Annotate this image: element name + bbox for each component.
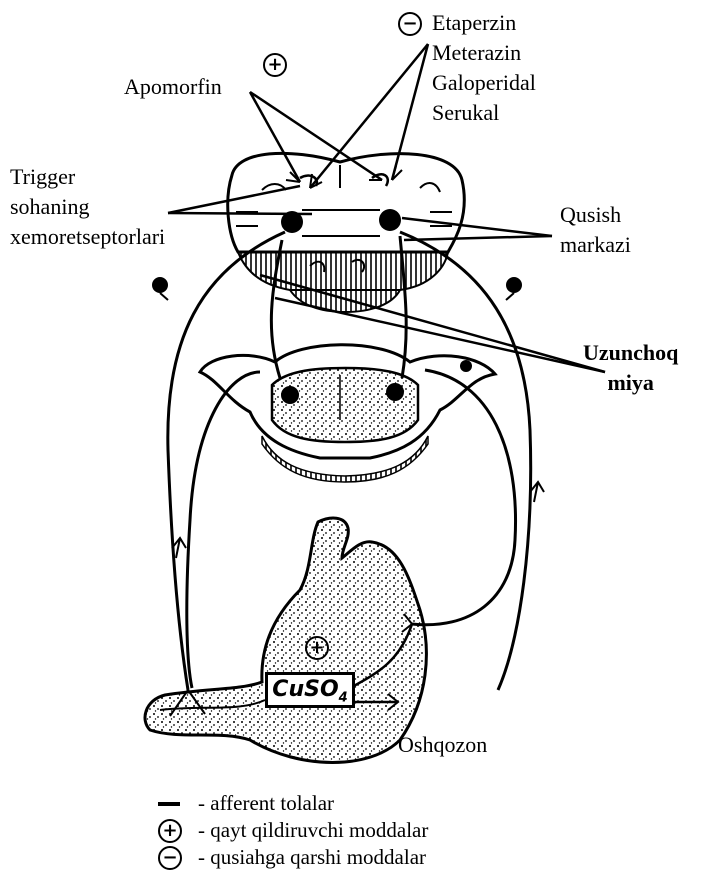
drug-meterazin: Meterazin [432, 38, 536, 68]
medulla-label: Uzunchoq miya [583, 338, 678, 398]
vomiting-center-right-dot [379, 209, 401, 231]
upper-brainstem-section [228, 153, 465, 312]
vomiting-center-label: Qusish markazi [560, 200, 631, 260]
plus-circle-icon: + [158, 819, 182, 843]
stomach-plus-icon: + [305, 636, 329, 660]
legend-row-afferent: - afferent tolalar [158, 790, 428, 817]
apomorfin-label: Apomorfin [124, 74, 222, 100]
line-icon [158, 802, 198, 806]
minus-circle-icon: − [398, 12, 422, 36]
antiemetic-drug-list: Etaperzin Meterazin Galoperidal Serukal [432, 8, 536, 128]
legend-row-emetic: + - qayt qildiruvchi moddalar [158, 817, 428, 844]
plus-circle-icon: + [263, 53, 287, 77]
oshqozon-label: Oshqozon [398, 732, 487, 758]
legend: - afferent tolalar + - qayt qildiruvchi … [158, 790, 428, 871]
drug-serukal: Serukal [432, 98, 536, 128]
drug-etaperzin: Etaperzin [432, 8, 536, 38]
legend-row-antiemetic: − - qusiahga qarshi moddalar [158, 844, 428, 871]
trigger-zone-label: Trigger sohaning xemoretseptorlari [10, 162, 165, 252]
minus-circle-icon: − [158, 846, 182, 870]
lower-brainstem-section [200, 345, 495, 482]
drug-galoperidal: Galoperidal [432, 68, 536, 98]
cuso4-box: CuSO4 [265, 672, 355, 708]
